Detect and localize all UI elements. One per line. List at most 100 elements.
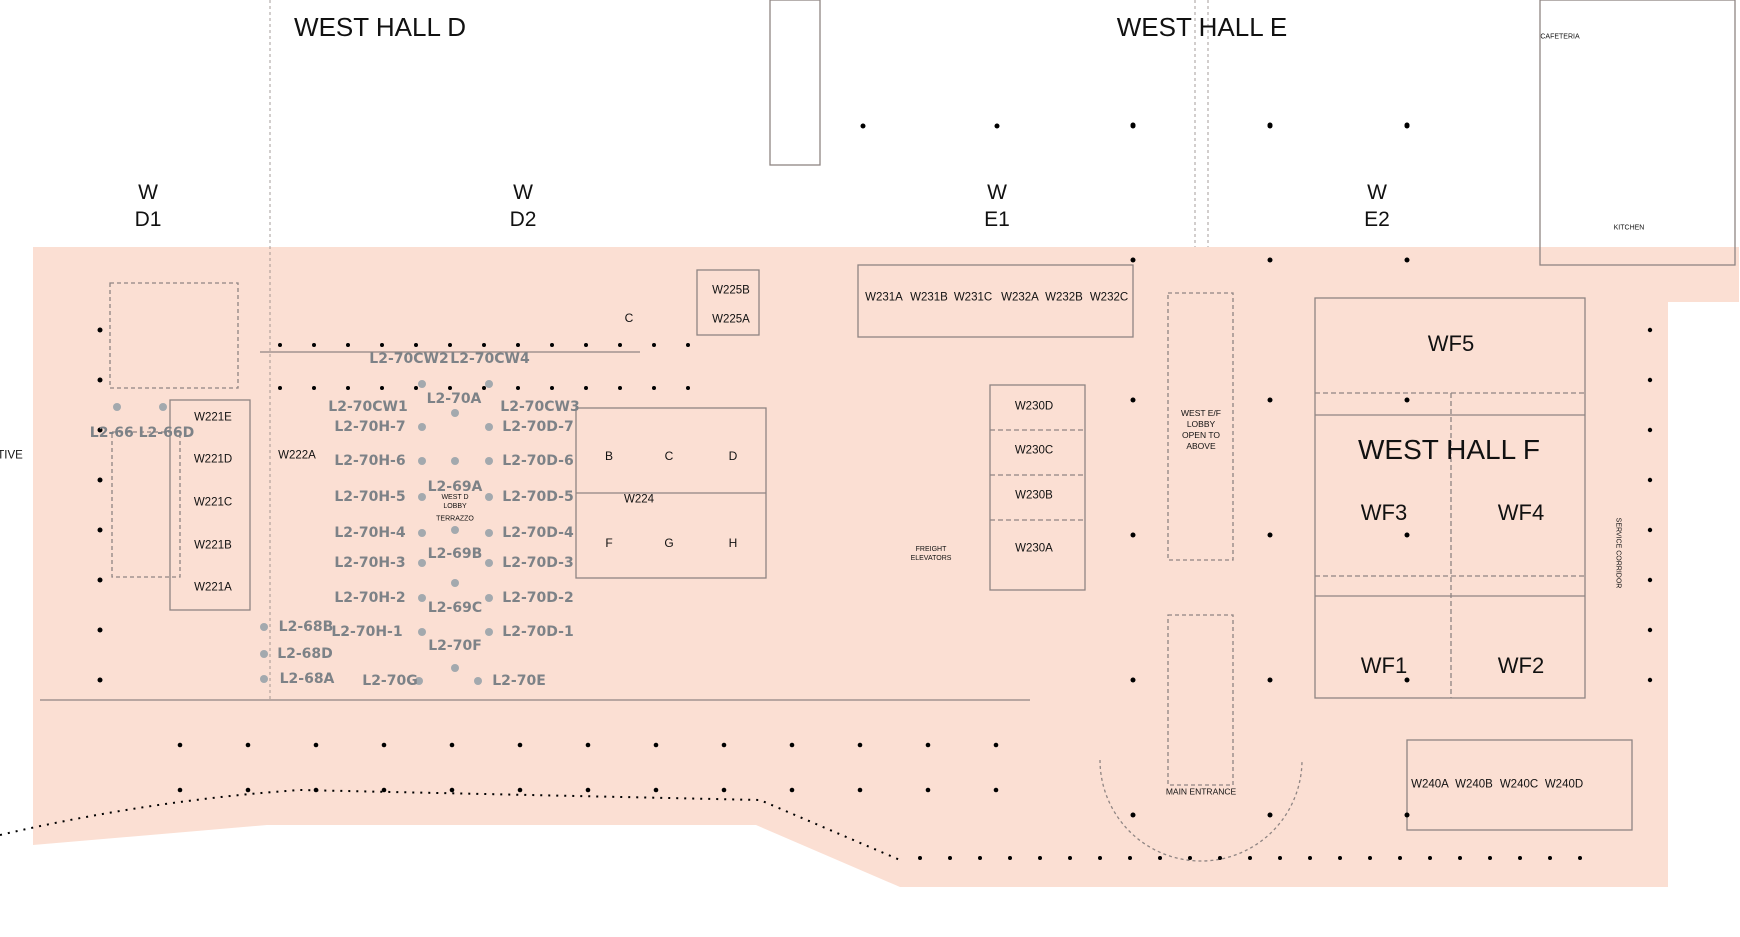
meeting-point-dot (418, 594, 426, 602)
meeting-point-l2-70cw3[interactable]: L2-70CW3 (500, 399, 580, 415)
room-w240c[interactable]: W240C (1499, 778, 1539, 791)
column (1267, 257, 1273, 263)
meeting-point-l2-70h-5[interactable]: L2-70H-5 (334, 489, 406, 505)
column (449, 742, 455, 748)
meeting-point-dot (485, 594, 493, 602)
meeting-point-l2-70d-4[interactable]: L2-70D-4 (502, 525, 574, 541)
meeting-point-dot (485, 493, 493, 501)
room-c[interactable]: C (664, 449, 674, 463)
room-w230b[interactable]: W230B (1015, 489, 1053, 502)
meeting-point-l2-68a[interactable]: L2-68A (279, 671, 335, 687)
column (1130, 397, 1136, 403)
meeting-point-l2-70h-6[interactable]: L2-70H-6 (334, 453, 406, 469)
column (245, 742, 251, 748)
column (993, 742, 999, 748)
room-w221d[interactable]: W221D (193, 453, 233, 466)
column (1338, 856, 1342, 860)
room-w221c[interactable]: W221C (193, 496, 233, 509)
meeting-point-l2-70cw4[interactable]: L2-70CW4 (450, 351, 530, 367)
room-w221e[interactable]: W221E (194, 411, 232, 424)
meeting-point-dot (451, 526, 459, 534)
room-w240d[interactable]: W240D (1544, 778, 1584, 791)
room-w240b[interactable]: W240B (1455, 778, 1493, 791)
meeting-point-l2-70h-3[interactable]: L2-70H-3 (334, 555, 406, 571)
meeting-point-l2-70a[interactable]: L2-70A (426, 391, 482, 407)
meeting-point-l2-70d-1[interactable]: L2-70D-1 (502, 624, 574, 640)
meeting-point-l2-68b[interactable]: L2-68B (278, 619, 334, 635)
section-wf1[interactable]: WF1 (1360, 653, 1408, 678)
meeting-point-dot (485, 529, 493, 537)
meeting-point-l2-70d-2[interactable]: L2-70D-2 (502, 590, 574, 606)
column (97, 527, 103, 533)
meeting-point-l2-69c[interactable]: L2-69C (427, 600, 483, 616)
column (857, 787, 863, 793)
column (97, 677, 103, 683)
room-w225b[interactable]: W225B (712, 284, 750, 297)
column (585, 742, 591, 748)
column (789, 742, 795, 748)
room-b[interactable]: B (604, 449, 614, 463)
meeting-point-l2-69a[interactable]: L2-69A (427, 479, 483, 495)
service-corridor-label: SERVICE CORRIDOR (1614, 517, 1622, 589)
column (312, 343, 316, 347)
meeting-point-dot (418, 380, 426, 388)
meeting-point-l2-70cw2[interactable]: L2-70CW2 (369, 351, 449, 367)
room-w221b[interactable]: W221B (194, 539, 232, 552)
room-w231a[interactable]: W231A (865, 291, 903, 304)
column (1068, 856, 1072, 860)
west-d-lobby-label: WEST D LOBBY (441, 494, 469, 510)
room-w240a[interactable]: W240A (1411, 778, 1449, 791)
meeting-point-l2-70d-5[interactable]: L2-70D-5 (502, 489, 574, 505)
section-wf4[interactable]: WF4 (1497, 500, 1545, 525)
meeting-point-l2-70h-4[interactable]: L2-70H-4 (334, 525, 406, 541)
column (1398, 856, 1402, 860)
room-w231b[interactable]: W231B (910, 291, 948, 304)
room-w224[interactable]: W224 (623, 493, 655, 506)
column (925, 787, 931, 793)
meeting-point-dot (418, 457, 426, 465)
room-w231c[interactable]: W231C (953, 291, 993, 304)
room-h[interactable]: H (728, 536, 738, 550)
section-wf2[interactable]: WF2 (1497, 653, 1545, 678)
meeting-point-l2-69b[interactable]: L2-69B (427, 546, 483, 562)
room-d[interactable]: D (728, 449, 738, 463)
room-f[interactable]: F (605, 536, 613, 550)
column (517, 742, 523, 748)
room-g[interactable]: G (664, 536, 674, 550)
meeting-point-l2-70d-7[interactable]: L2-70D-7 (502, 419, 574, 435)
room-w230c[interactable]: W230C (1014, 444, 1054, 457)
room-w232c[interactable]: W232C (1089, 291, 1129, 304)
meeting-point-l2-70d-3[interactable]: L2-70D-3 (502, 555, 574, 571)
meeting-point-l2-70h-7[interactable]: L2-70H-7 (334, 419, 406, 435)
meeting-point-l2-66[interactable]: L2-66 L2-66D (89, 425, 195, 441)
column (584, 386, 588, 390)
meeting-point-l2-70e[interactable]: L2-70E (492, 673, 546, 689)
room-w232b[interactable]: W232B (1045, 291, 1083, 304)
column (1038, 856, 1042, 860)
column (1267, 123, 1273, 129)
column (414, 343, 418, 347)
column (721, 742, 727, 748)
room-w230a[interactable]: W230A (1015, 542, 1053, 555)
column (1218, 856, 1222, 860)
section-wf3[interactable]: WF3 (1360, 500, 1408, 525)
column (1267, 532, 1273, 538)
room-w232a[interactable]: W232A (1001, 291, 1039, 304)
section-wf5[interactable]: WF5 (1427, 331, 1475, 356)
meeting-point-l2-68d[interactable]: L2-68D (277, 646, 333, 662)
room-w230d[interactable]: W230D (1014, 400, 1054, 413)
meeting-point-l2-70cw1[interactable]: L2-70CW1 (328, 399, 408, 415)
meeting-point-l2-70h-2[interactable]: L2-70H-2 (334, 590, 406, 606)
column (1428, 856, 1432, 860)
column (517, 787, 523, 793)
column (516, 386, 520, 390)
meeting-point-l2-70h-1[interactable]: L2-70H-1 (331, 624, 403, 640)
meeting-point-l2-70d-6[interactable]: L2-70D-6 (502, 453, 574, 469)
room-w222a[interactable]: W222A (278, 449, 316, 462)
room-w225a[interactable]: W225A (712, 313, 750, 326)
meeting-point-l2-70g[interactable]: L2-70G (362, 673, 418, 689)
meeting-point-l2-70f[interactable]: L2-70F (428, 638, 482, 654)
column (925, 742, 931, 748)
room-w221a[interactable]: W221A (194, 581, 232, 594)
